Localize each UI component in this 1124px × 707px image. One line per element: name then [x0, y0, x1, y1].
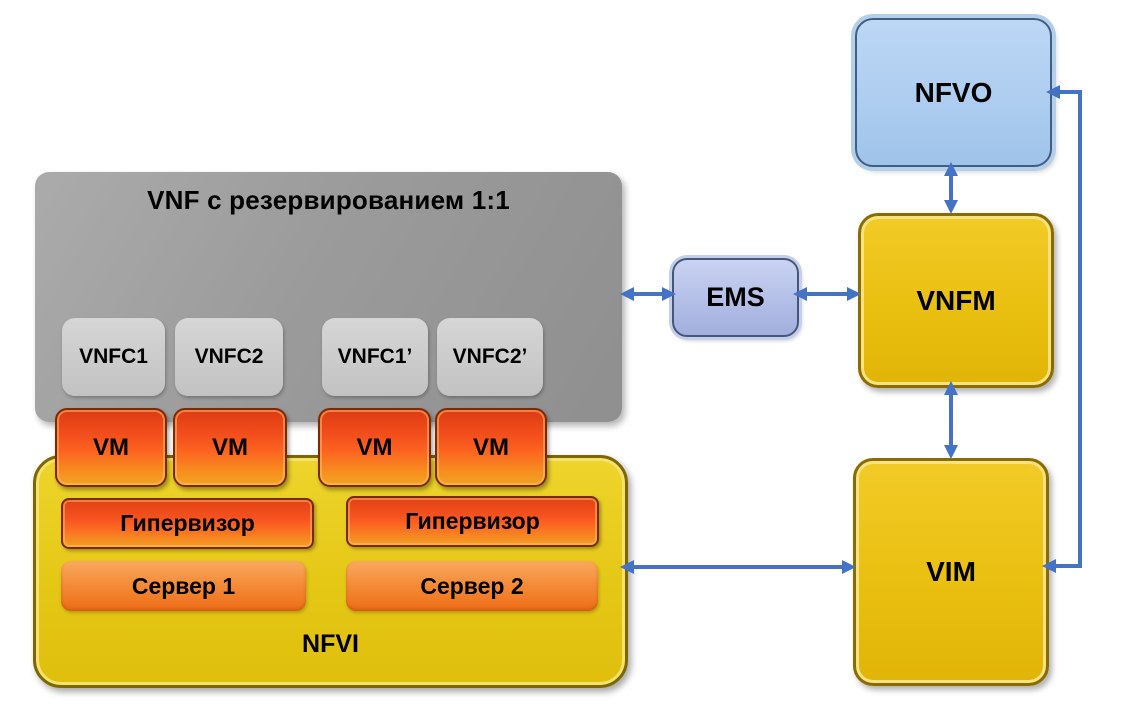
nfvo-box: NFVO [855, 18, 1052, 167]
vnfc2-prime-box: VNFC2’ [437, 318, 543, 396]
vm1-box: VM [55, 408, 167, 487]
arrow-nfvo-vnfm [944, 162, 958, 214]
arrow-line [630, 292, 666, 296]
arrowhead-left-icon [620, 287, 634, 301]
nfvi-label: NFVI [302, 630, 359, 658]
vnf-title: VNF с резервированием 1:1 [147, 185, 510, 215]
nfvi-container: Гипервизор Гипервизор Сервер 1 Сервер 2 … [33, 455, 628, 688]
arrow-line [949, 172, 953, 204]
arrowhead-down-icon [944, 445, 958, 459]
arrowhead-left-icon [1042, 559, 1056, 573]
vm2-box: VM [173, 408, 287, 487]
server1-box: Сервер 1 [61, 561, 306, 611]
arrow-ems-vnfm [793, 287, 861, 301]
arrowhead-left-icon [793, 287, 807, 301]
hypervisor1-box: Гипервизор [61, 498, 314, 549]
vm4-box: VM [435, 408, 547, 487]
arrow-line [949, 391, 953, 449]
arrow-nfvi-vim [620, 560, 856, 574]
connector-segment [1078, 90, 1082, 568]
ems-box: EMS [672, 258, 799, 337]
hypervisor2-box: Гипервизор [346, 496, 599, 547]
arrowhead-left-icon [620, 560, 634, 574]
arrowhead-right-icon [662, 287, 676, 301]
arrow-vnfm-vim [944, 381, 958, 459]
arrow-line [803, 292, 851, 296]
connector-segment [1058, 90, 1082, 94]
arrowhead-up-icon [944, 381, 958, 395]
arrowhead-right-icon [847, 287, 861, 301]
server2-box: Сервер 2 [346, 561, 598, 611]
vnfm-box: VNFM [858, 213, 1054, 388]
vnfc1-prime-box: VNFC1’ [322, 318, 428, 396]
vim-box: VIM [853, 458, 1049, 686]
vnfc1-box: VNFC1 [62, 318, 165, 396]
arrow-vnf-ems [620, 287, 676, 301]
connector-segment [1055, 564, 1082, 568]
arrowhead-right-icon [842, 560, 856, 574]
vm3-box: VM [318, 408, 431, 487]
arrow-line [630, 565, 846, 569]
arrowhead-up-icon [944, 162, 958, 176]
vnfc2-box: VNFC2 [175, 318, 283, 396]
arrowhead-down-icon [944, 200, 958, 214]
arrowhead-left-icon [1046, 85, 1060, 99]
vnf-container: VNF с резервированием 1:1 VNFC1 VNFC2 VN… [35, 172, 622, 422]
